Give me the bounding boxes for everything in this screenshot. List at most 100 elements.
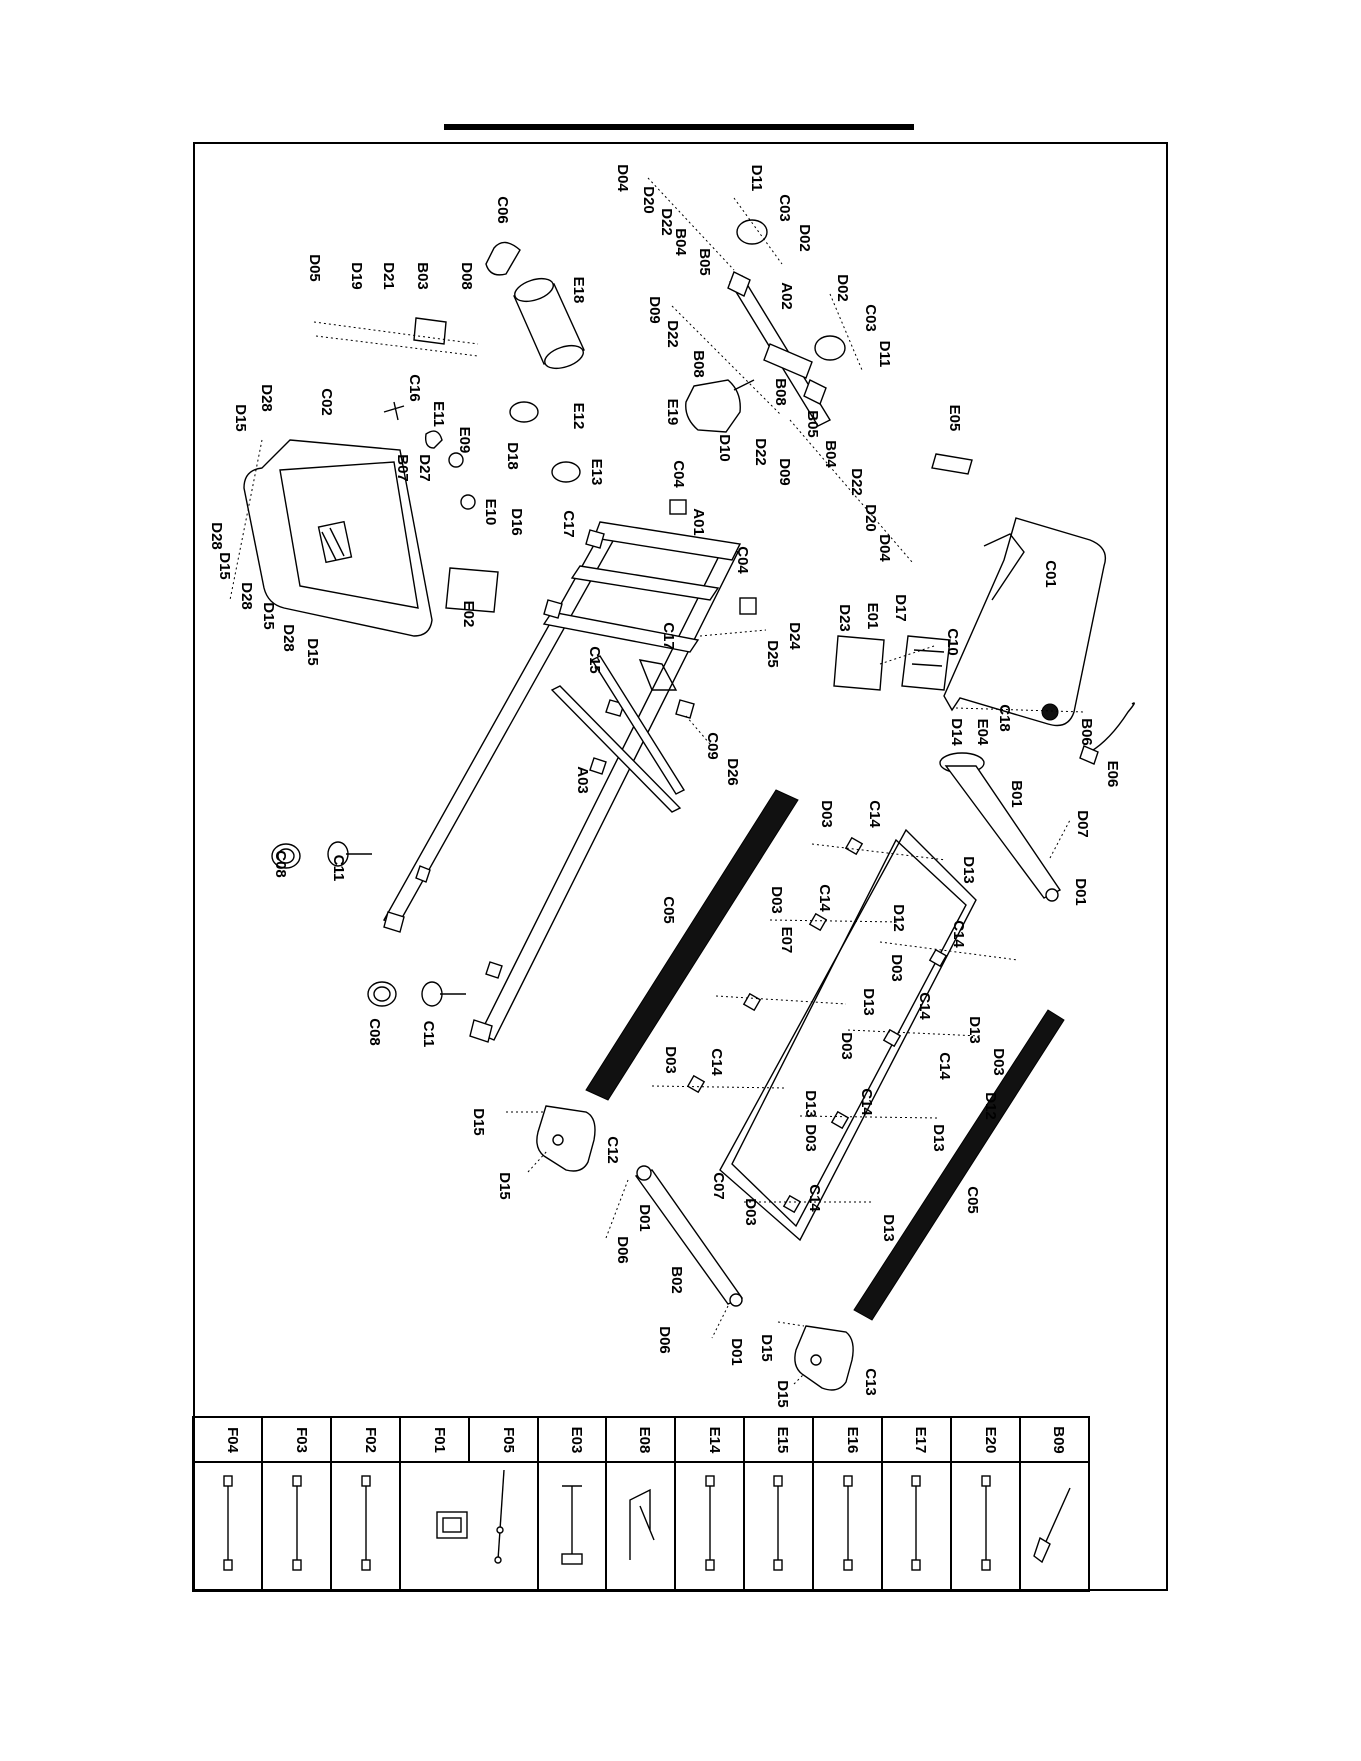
part-label: C03 (776, 194, 793, 222)
part-label: D20 (640, 186, 657, 214)
table-header: E15 (774, 1427, 791, 1454)
part-label: C01 (1042, 560, 1059, 588)
part-label: D15 (470, 1108, 487, 1136)
front-roller-b01 (939, 752, 1062, 902)
part-label: E12 (570, 403, 587, 430)
motor-e18 (513, 277, 585, 370)
part-label: C14 (916, 992, 933, 1020)
cable-icon (223, 1475, 233, 1571)
end-cap-c13 (794, 1325, 854, 1391)
part-label: D15 (496, 1172, 513, 1200)
end-cap-c12 (536, 1105, 596, 1172)
incline-motor-e19 (685, 379, 755, 433)
part-label: D02 (796, 224, 813, 252)
cable-icon (981, 1475, 991, 1571)
part-label: C05 (964, 1186, 981, 1214)
cable-icon (773, 1475, 783, 1571)
power-cord-icon (629, 1488, 655, 1560)
part-label: D10 (716, 434, 733, 462)
table-header: E17 (912, 1427, 929, 1454)
part-label: C14 (866, 800, 883, 828)
part-label: E06 (1104, 761, 1121, 788)
part-label: D13 (860, 988, 877, 1016)
part-label: D03 (838, 1032, 855, 1060)
part-label: D22 (848, 468, 865, 496)
wheel-c11-lower (421, 981, 466, 1007)
safety-key-e05 (931, 453, 973, 475)
part-label: D28 (238, 582, 255, 610)
part-label: D03 (802, 1124, 819, 1152)
part-label: D15 (260, 602, 277, 630)
switch-icon (436, 1511, 468, 1539)
part-label: C04 (670, 460, 687, 488)
part-label: D15 (232, 404, 249, 432)
part-label: D28 (280, 624, 297, 652)
part-label: D21 (380, 262, 397, 290)
part-label: B02 (668, 1266, 685, 1294)
clip-c16 (383, 401, 405, 421)
part-label: D03 (888, 954, 905, 982)
part-label: C06 (494, 196, 511, 224)
part-label: E04 (974, 719, 991, 746)
part-label: D09 (776, 458, 793, 486)
part-label: C16 (406, 374, 423, 402)
part-label: D27 (416, 454, 433, 482)
part-label: D04 (614, 164, 631, 192)
part-label: C05 (660, 896, 677, 924)
accessory-table (192, 1416, 1090, 1592)
part-label: C10 (944, 628, 961, 656)
part-label: D13 (966, 1016, 983, 1044)
side-rail-c05-left (585, 789, 799, 1101)
part-label: D03 (768, 886, 785, 914)
part-label: C13 (862, 1368, 879, 1396)
part-label: A01 (690, 508, 707, 536)
table-header: F02 (362, 1427, 379, 1453)
crossbar-a03 (550, 655, 686, 813)
part-label: D03 (818, 800, 835, 828)
part-label: D13 (880, 1214, 897, 1242)
knob-e10 (460, 494, 476, 510)
part-label: D16 (508, 508, 525, 536)
table-header: E08 (636, 1427, 653, 1454)
part-label: D19 (348, 262, 365, 290)
part-label: C14 (816, 884, 833, 912)
part-label: B08 (690, 350, 707, 378)
part-label: B03 (414, 262, 431, 290)
knob-e09 (448, 452, 464, 468)
main-frame-a01 (382, 521, 742, 1043)
part-label: C14 (708, 1048, 725, 1076)
part-label: C14 (806, 1184, 823, 1212)
board-c10 (901, 635, 951, 691)
part-label: C18 (996, 704, 1013, 732)
part-label: C15 (586, 646, 603, 674)
part-label: D28 (258, 384, 275, 412)
part-label: E18 (570, 277, 587, 304)
table-header: E20 (982, 1427, 999, 1454)
part-label: D24 (786, 622, 803, 650)
part-label: D09 (646, 296, 663, 324)
part-label: B05 (804, 410, 821, 438)
bracket-b03 (413, 317, 447, 345)
table-header: F03 (293, 1427, 310, 1453)
part-label: C14 (858, 1088, 875, 1116)
cup-e13 (551, 461, 581, 483)
part-label: E13 (588, 459, 605, 486)
part-label: C11 (420, 1021, 437, 1048)
part-label: C02 (318, 388, 335, 416)
upright-a02 (727, 219, 846, 427)
cable-icon (843, 1475, 853, 1571)
part-label: B04 (822, 440, 839, 468)
part-label: D03 (742, 1198, 759, 1226)
table-header: E03 (568, 1427, 585, 1454)
screwdriver-icon (1033, 1487, 1071, 1564)
part-label: B04 (672, 228, 689, 256)
part-label: B08 (772, 378, 789, 406)
table-header: E14 (706, 1427, 723, 1454)
part-label: D05 (306, 254, 323, 282)
part-label: D15 (774, 1380, 791, 1408)
part-label: D01 (1072, 878, 1089, 906)
part-label: D13 (960, 856, 977, 884)
safety-key-e06 (1079, 702, 1135, 765)
cable-icon (292, 1475, 302, 1571)
